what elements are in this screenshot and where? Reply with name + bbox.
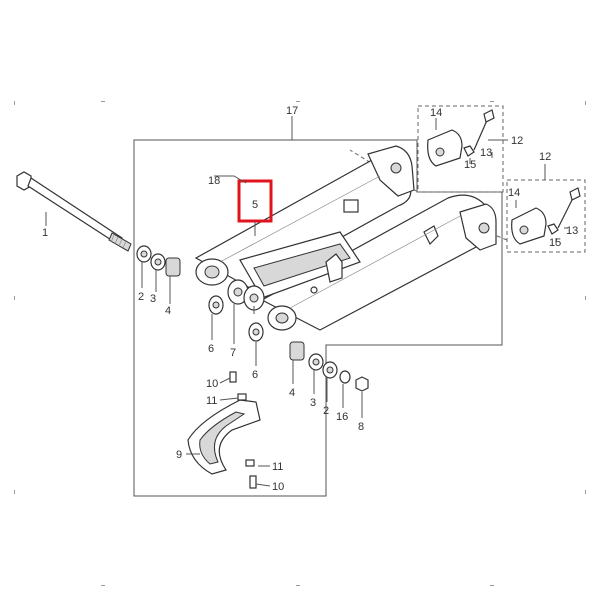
callout-14-right: 14 — [508, 187, 520, 199]
tensioner-box-right — [506, 179, 586, 253]
highlight-box-part-5 — [237, 179, 273, 223]
callout-7: 7 — [230, 347, 236, 359]
callout-14-upper: 14 — [430, 107, 442, 119]
callout-17: 17 — [286, 105, 298, 117]
callout-6-left: 6 — [208, 343, 214, 355]
callout-16: 16 — [336, 411, 348, 423]
callout-9: 9 — [176, 449, 182, 461]
callout-2-left: 2 — [138, 291, 144, 303]
frame-marks — [14, 101, 586, 586]
callout-3-right: 3 — [310, 397, 316, 409]
callout-1: 1 — [42, 227, 48, 239]
callout-8: 8 — [358, 421, 364, 433]
callout-10-top: 10 — [206, 378, 218, 390]
leader-lines — [45, 116, 568, 487]
callout-10-bottom: 10 — [272, 481, 284, 493]
callout-13-right: 13 — [566, 225, 578, 237]
axle-bolt — [16, 171, 132, 252]
callout-6-right: 6 — [252, 369, 258, 381]
callout-15-right: 15 — [549, 237, 561, 249]
chain-tensioner-upper — [427, 109, 495, 167]
callout-12-right: 12 — [539, 151, 551, 163]
tensioner-box-upper — [417, 105, 504, 193]
callout-11-bottom: 11 — [272, 461, 283, 473]
swing-arm — [194, 145, 497, 331]
left-pivot-parts — [136, 245, 265, 342]
chain-tensioner-right — [511, 187, 581, 245]
chain-guide — [187, 371, 261, 489]
callout-15-upper: 15 — [464, 159, 476, 171]
right-pivot-parts — [289, 341, 369, 392]
callout-5: 5 — [252, 199, 258, 211]
callout-2-right: 2 — [323, 405, 329, 417]
callout-3-left: 3 — [150, 293, 156, 305]
callout-4-left: 4 — [165, 305, 171, 317]
callout-18: 18 — [208, 175, 220, 187]
callout-11-top: 11 — [206, 395, 217, 407]
assembly-17-outline — [133, 139, 503, 497]
callout-13-upper: 13 — [480, 147, 492, 159]
callout-12-upper: 12 — [511, 135, 523, 147]
dashed-link-upper — [349, 149, 419, 193]
callout-4-right: 4 — [289, 387, 295, 399]
callout-labels: 1 2 3 4 5 6 7 6 4 3 2 16 8 9 10 11 11 10… — [42, 105, 578, 493]
